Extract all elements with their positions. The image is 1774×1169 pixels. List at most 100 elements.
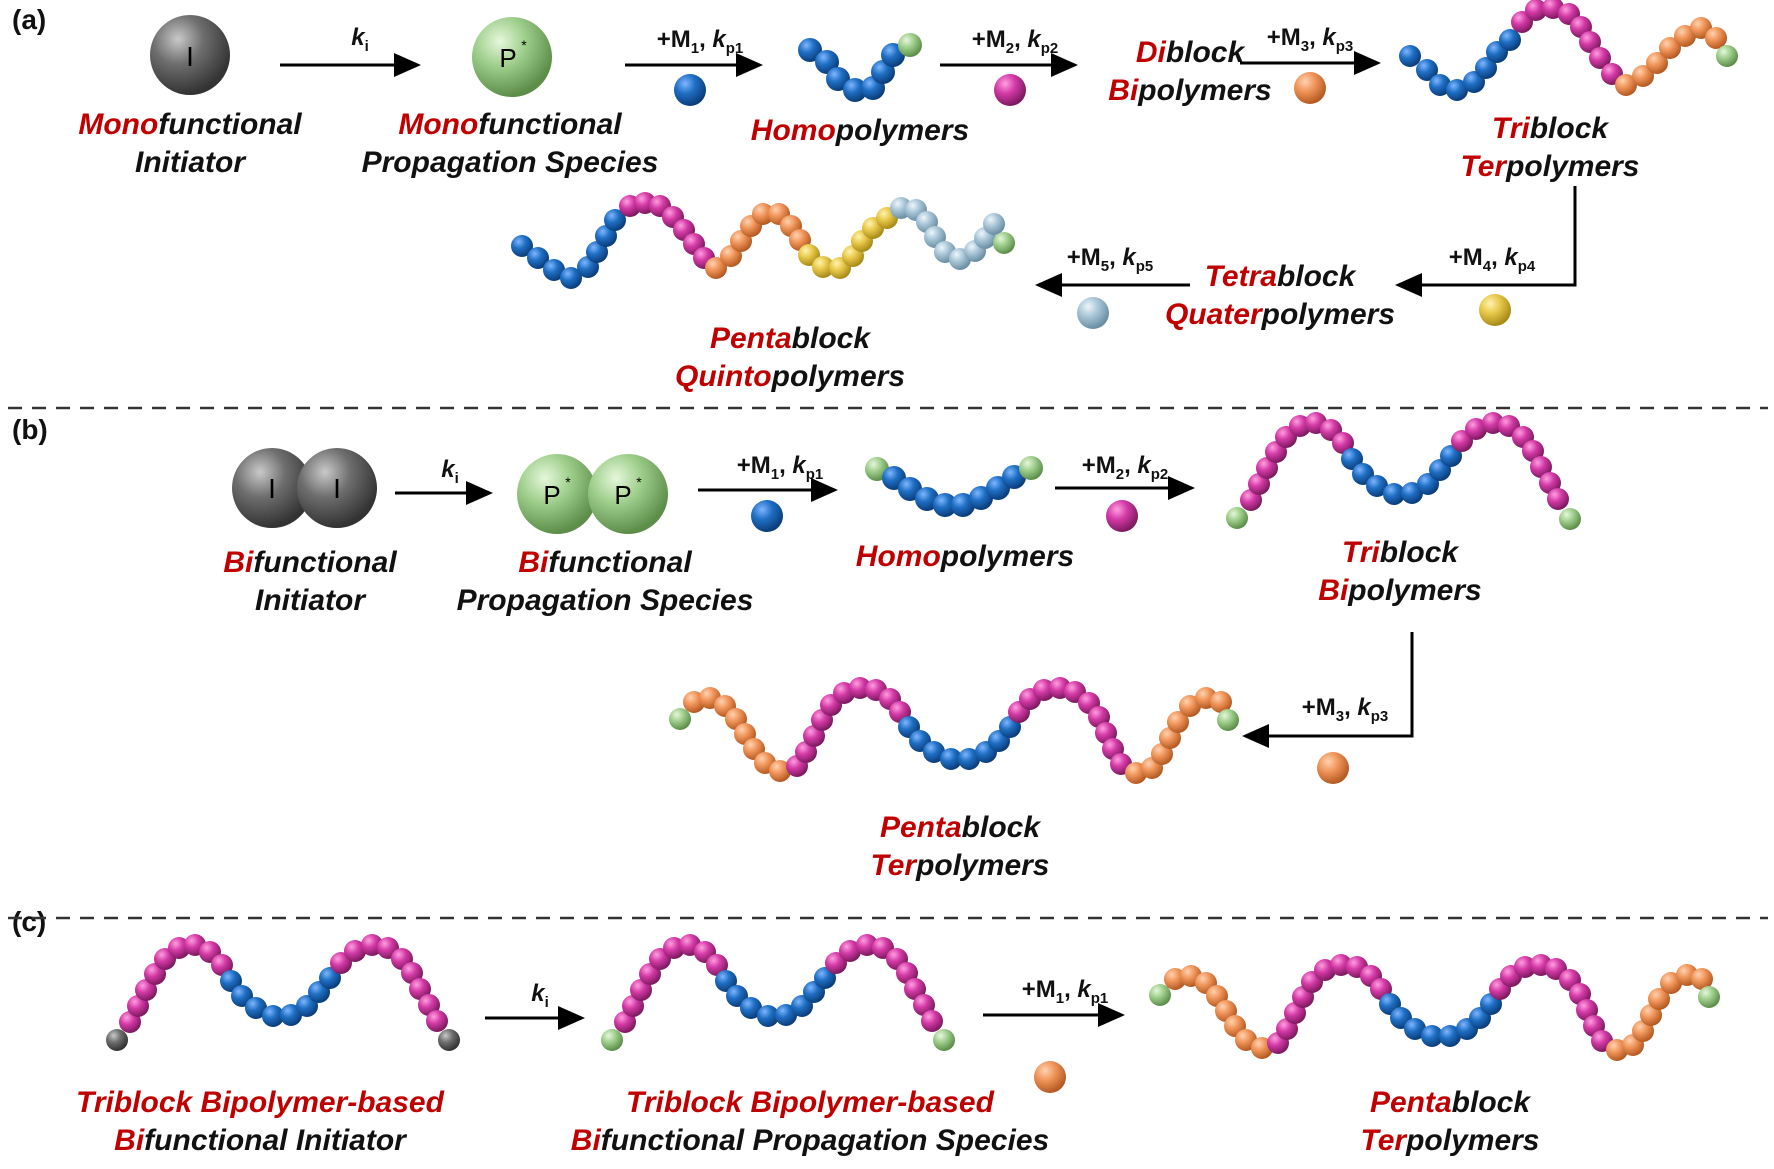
c-triblock-initiator-bead (280, 1004, 302, 1026)
b-pentablock-terpolymer-bead (1179, 695, 1201, 717)
a-triblock-terpolymer-bead (1570, 16, 1592, 38)
c-pentablock-terpolymer-bead (1390, 1007, 1412, 1029)
c-triblock-initiator-bead (245, 997, 267, 1019)
b-cond-m1: +M1, kp1 (736, 452, 824, 483)
c-pentablock-terpolymer-bead (1500, 965, 1522, 987)
c-triblock-initiator-bead (296, 995, 318, 1017)
c-pentablock-terpolymer-bead (1284, 1002, 1306, 1024)
a-triblock-terpolymer-bead (1615, 74, 1637, 96)
b-pentablock-terpolymer-bead (1095, 722, 1117, 744)
c-pentablock-terpolymer-bead (1632, 1020, 1654, 1042)
b-pentablock-terpolymer-bead (958, 748, 980, 770)
b-pentablock-terpolymer-bead (940, 748, 962, 770)
a-pentablock-quintopolymer-bead (662, 206, 684, 228)
b-homopolymer-bead (1002, 465, 1026, 489)
c-triblock-propagation-bead (663, 937, 685, 959)
b-homopolymers-label: Homopolymers (855, 540, 1075, 573)
a-homopolymer-bead (815, 50, 839, 74)
a-homopolymer-bead (898, 33, 922, 57)
c-pentablock-terpolymer-bead (1360, 965, 1382, 987)
c-triblock-initiator-bead (377, 937, 399, 959)
a-pentablock-quintopolymer-bead (964, 240, 986, 262)
a-pentablock-quintopolymer-bead (983, 213, 1005, 235)
b-pentablock-terpolymer-bead (1078, 692, 1100, 714)
c-triblock-propagation-bead (921, 1010, 943, 1032)
a-pentablock-quintopolymer-bead (740, 215, 762, 237)
c-pentablock-terpolymer-bead (1180, 965, 1202, 987)
svg-text:P: P (499, 43, 516, 73)
a-homopolymers-label: Homopolymers (750, 114, 970, 147)
c-pentablock-terpolymer-bead (1314, 959, 1336, 981)
b-pentablock-terpolymer-bead (786, 755, 808, 777)
c-pentablock-label: Pentablock Terpolymers (1360, 1086, 1540, 1157)
a-triblock-terpolymer-bead (1716, 45, 1738, 67)
c-triblock-propagation-bead (803, 981, 825, 1003)
b-pentablock-terpolymer-bead (683, 691, 705, 713)
a-cond-m5: +M5, kp5 (1066, 244, 1154, 275)
b-pentablock-terpolymer-bead (795, 741, 817, 763)
b-triblock-bipolymer-bead (1465, 418, 1487, 440)
b-triblock-bipolymer-bead (1522, 440, 1544, 462)
a-homopolymer-bead (881, 43, 905, 67)
c-pentablock-terpolymer-bead (1251, 1037, 1273, 1059)
a-homopolymer-bead (871, 60, 895, 84)
c-triblock-initiator-bead (308, 981, 330, 1003)
c-pentablock-terpolymer-bead (1622, 1034, 1644, 1056)
a-pentablock-quintopolymer-bead (876, 207, 898, 229)
b-pentablock-terpolymer-bead (865, 679, 887, 701)
b-pentablock-terpolymer-bead (1049, 677, 1071, 699)
c-triblock-propagation-bead (872, 937, 894, 959)
c-pentablock-terpolymer-bead (1576, 999, 1598, 1021)
b-triblock-bipolymer-bead (1440, 445, 1462, 467)
a-propagation-sphere: P * (472, 17, 552, 97)
c-triblock-initiator-bead (319, 967, 341, 989)
a-pentablock-quintopolymer-bead (730, 230, 752, 252)
a-initiator-label: Monofunctional Initiator (78, 108, 302, 179)
c-triblock-initiator-bead (391, 948, 413, 970)
b-pentablock-terpolymer-bead (1217, 709, 1239, 731)
a-triblock-terpolymer-bead (1542, 0, 1564, 19)
b-pentablock-terpolymer-bead (988, 730, 1010, 752)
c-triblock-propagation-bead (679, 934, 701, 956)
c-cond-ki: ki (531, 980, 549, 1011)
b-triblock-bipolymer-bead (1482, 412, 1504, 434)
a-pentablock-quintopolymer-bead (934, 241, 956, 263)
b-homopolymer-bead (1019, 456, 1043, 480)
c-pentablock-terpolymer-bead (1206, 985, 1228, 1007)
b-triblock-bipolymer-bead (1275, 426, 1297, 448)
b-triblock-bipolymer-bead (1226, 507, 1248, 529)
c-triblock-propagation-bead (715, 970, 737, 992)
b-pentablock-terpolymer-bead (889, 701, 911, 723)
b-pentablock-terpolymer-bead (699, 687, 721, 709)
b-homopolymer-bead (951, 493, 975, 517)
c-triblock-initiator-bead (426, 1010, 448, 1032)
b-pentablock-terpolymer-bead (833, 682, 855, 704)
a-homopolymer-bead (798, 38, 822, 62)
b-pentablock-terpolymer-bead (725, 708, 747, 730)
c-pentablock-terpolymer-bead (1591, 1030, 1613, 1052)
c-propagation-label: Triblock Bipolymer-based Bifunctional Pr… (570, 1086, 1050, 1157)
c-pentablock-terpolymer-bead (1648, 988, 1670, 1010)
c-triblock-propagation-bead (825, 952, 847, 974)
b-pentablock-terpolymer-bead (1167, 711, 1189, 733)
a-pentablock-quintopolymer-bead (842, 245, 864, 267)
a-triblock-terpolymer-bead (1646, 52, 1668, 74)
c-cond-m1: +M1, kp1 (1021, 976, 1109, 1007)
a-triblock-terpolymer-bead (1416, 59, 1438, 81)
svg-text:I: I (333, 473, 341, 504)
b-homopolymer-bead (969, 486, 993, 510)
b-pentablock-terpolymer-bead (714, 695, 736, 717)
c-triblock-propagation-bead (814, 967, 836, 989)
b-initiator-spheres: I I (232, 448, 377, 528)
c-triblock-propagation-bead (839, 940, 861, 962)
a-pentablock-quintopolymer-bead (560, 267, 582, 289)
b-pentablock-terpolymer-bead (1125, 762, 1147, 784)
b-triblock-bipolymer-bead (1289, 415, 1311, 437)
b-pentablock-terpolymer-bead (769, 760, 791, 782)
b-pentablock-terpolymer-bead (909, 730, 931, 752)
b-pentablock-terpolymer-bead (1195, 687, 1217, 709)
b-triblock-bipolymer-bead (1417, 473, 1439, 495)
b-pentablock-terpolymer-bead (1019, 688, 1041, 710)
c-triblock-initiator-bead (154, 948, 176, 970)
